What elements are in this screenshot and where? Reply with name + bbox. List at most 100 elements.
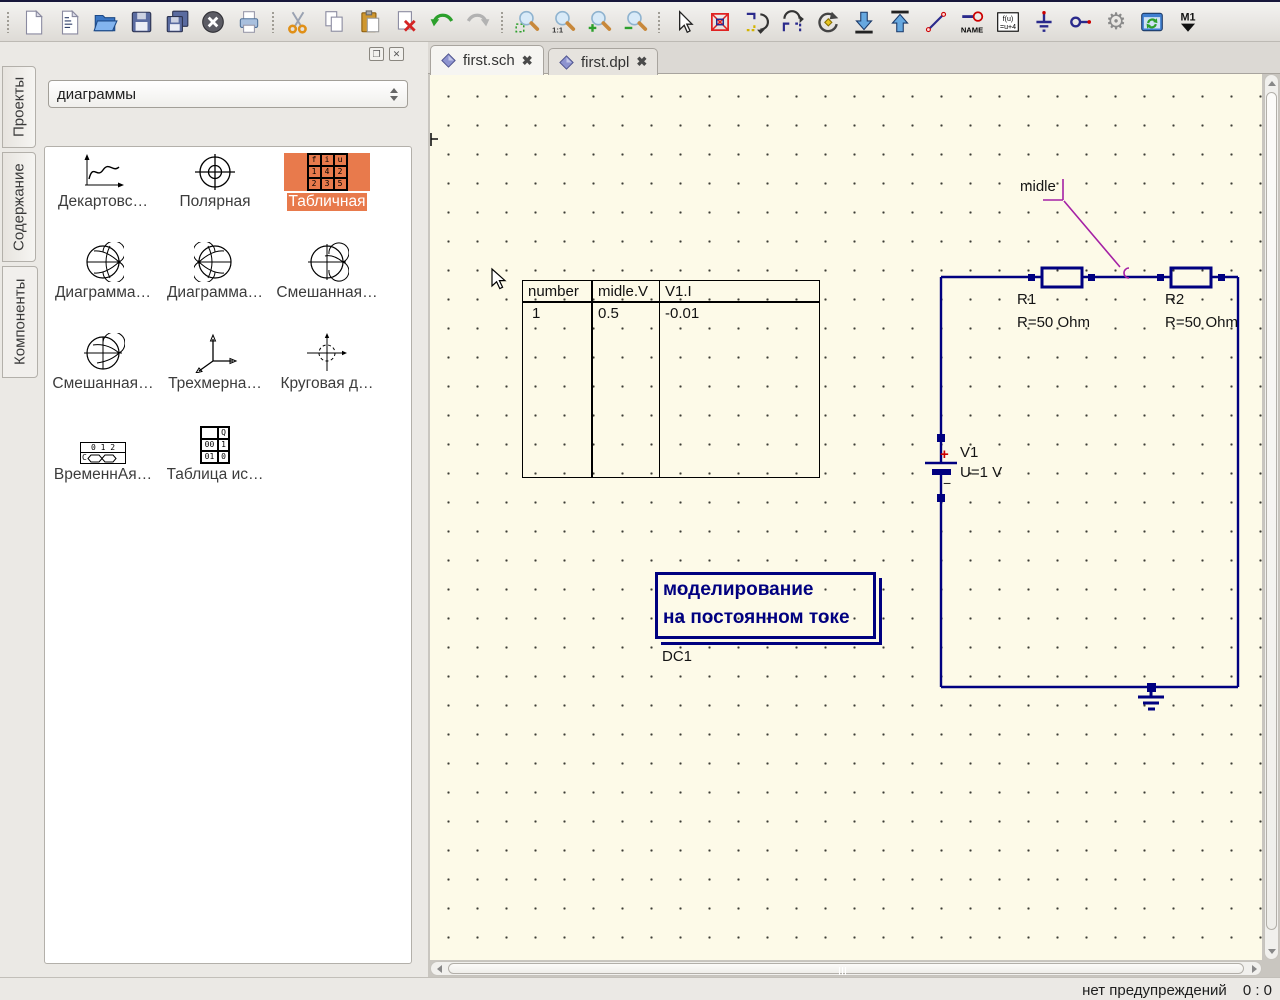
zoom-in-icon[interactable] [584, 7, 614, 37]
scroll-down-icon[interactable] [1265, 943, 1278, 959]
mirror-about-x-axis-icon[interactable] [741, 7, 771, 37]
dc1-name-label[interactable]: DC1 [662, 648, 693, 665]
dock-float-icon[interactable]: ❐ [369, 47, 384, 61]
save-icon[interactable] [126, 7, 156, 37]
list-item-polar[interactable]: Полярная [162, 151, 268, 242]
insert-equation-icon[interactable]: f(u)=u+4 [993, 7, 1023, 37]
new-text-document-icon[interactable] [54, 7, 84, 37]
tab-first-sch[interactable]: first.sch ✖ [430, 45, 544, 75]
toolbar-handle[interactable] [657, 10, 662, 33]
zoom-fit-icon[interactable] [512, 7, 542, 37]
tab-first-dpl[interactable]: first.dpl ✖ [548, 48, 659, 75]
print-icon[interactable] [234, 7, 264, 37]
sidebar-tab-components[interactable]: Компоненты [2, 266, 38, 378]
zoom-out-icon[interactable] [620, 7, 650, 37]
delete-icon[interactable] [391, 7, 421, 37]
open-file-icon[interactable] [90, 7, 120, 37]
pop-out-icon[interactable] [885, 7, 915, 37]
circuit-drawing: + − [430, 133, 1240, 711]
component-category-select[interactable]: диаграммы [48, 80, 408, 108]
scroll-right-icon[interactable] [1246, 962, 1262, 975]
list-item-3d-cartesian[interactable]: Трехмерна… [162, 333, 268, 424]
copy-icon[interactable] [319, 7, 349, 37]
schematic-canvas[interactable]: + − [430, 74, 1262, 960]
dc-simulation-box[interactable]: моделирование на постоянном токе [655, 572, 876, 639]
insert-ground-icon[interactable] [1029, 7, 1059, 37]
redo-icon[interactable] [463, 7, 493, 37]
undo-icon[interactable] [427, 7, 457, 37]
list-item-timing-diagram[interactable]: 0 1 2 C ВременнАя… [50, 424, 156, 515]
new-document-icon[interactable] [18, 7, 48, 37]
list-item-locus-curve[interactable]: Круговая д… [274, 333, 380, 424]
document-tab-bar: first.sch ✖ first.dpl ✖ [428, 42, 1280, 75]
set-marker-icon[interactable]: M1 [1173, 7, 1203, 37]
wires[interactable] [939, 275, 1240, 689]
insert-port-icon[interactable] [1065, 7, 1095, 37]
v1-value-label[interactable]: U=1 V [960, 464, 1003, 481]
result-table[interactable]: number midle.V V1.I 1 0.5 -0.01 [522, 280, 820, 478]
svg-text:NAME: NAME [961, 25, 983, 34]
select-pointer-icon[interactable] [669, 7, 699, 37]
list-item-smith[interactable]: Диаграмма… [50, 242, 156, 333]
toolbar-handle[interactable] [500, 10, 505, 33]
close-document-icon[interactable] [198, 7, 228, 37]
resistor-r1[interactable] [1040, 266, 1084, 289]
dock-close-icon[interactable]: ✕ [389, 47, 404, 61]
mirror-about-y-axis-icon[interactable] [777, 7, 807, 37]
tab-close-icon[interactable]: ✖ [636, 54, 648, 69]
edge-mark [430, 133, 438, 146]
vertical-scrollbar[interactable] [1264, 74, 1279, 960]
svg-text:M1: M1 [1180, 11, 1195, 23]
list-item-smith-admittance[interactable]: Диаграмма… [162, 242, 268, 333]
smith-admittance-diagram-icon [172, 242, 258, 282]
v1-name-label[interactable]: V1 [960, 444, 979, 461]
push-into-subcircuit-icon[interactable] [849, 7, 879, 37]
horizontal-scrollbar[interactable] [430, 961, 1262, 976]
status-message: нет предупреждений [1082, 981, 1227, 999]
r2-name-label[interactable]: R2 [1165, 291, 1185, 308]
scroll-up-icon[interactable] [1265, 75, 1278, 91]
list-item-mixed-polar-smith[interactable]: Смешанная… [274, 242, 380, 333]
vertical-scroll-thumb[interactable] [1266, 92, 1277, 930]
save-all-icon[interactable] [162, 7, 192, 37]
voltage-source-v1[interactable]: + − [925, 446, 957, 491]
toolbar-handle[interactable] [271, 10, 276, 33]
smith-diagram-icon [60, 242, 146, 282]
mixed-polar-smith-diagram-icon [284, 242, 370, 282]
r2-value-label[interactable]: R=50 Ohm [1165, 314, 1238, 331]
cartesian-diagram-icon [60, 153, 146, 191]
resistor-r2[interactable] [1169, 266, 1213, 289]
list-item-mixed-smith-polar[interactable]: Смешанная… [50, 333, 156, 424]
cut-icon[interactable] [283, 7, 313, 37]
insert-wire-icon[interactable] [921, 7, 951, 37]
delete-component-icon[interactable] [705, 7, 735, 37]
paste-icon[interactable] [355, 7, 385, 37]
wire-junctions [937, 274, 1225, 692]
r1-value-label[interactable]: R=50 Ohm [1017, 314, 1090, 331]
sidebar-tab-projects[interactable]: Проекты [2, 66, 36, 148]
ground-symbol[interactable] [1138, 687, 1164, 711]
rotate-icon[interactable] [813, 7, 843, 37]
dc-simulation-box-shadow [661, 578, 882, 645]
battery-plus-sign: + [940, 446, 949, 463]
wire-label-midle[interactable]: midle [1020, 178, 1056, 195]
zoom-1-1-icon[interactable]: 1:1 [548, 7, 578, 37]
insert-wire-label-icon[interactable]: NAME [957, 7, 987, 37]
toolbar-handle[interactable] [6, 10, 11, 33]
scroll-left-icon[interactable] [431, 962, 447, 975]
main-toolbar: 1:1 NAME f(u)=u+4 ⚙ M1 [0, 2, 1280, 42]
horizontal-scroll-thumb[interactable] [448, 963, 1244, 975]
battery-minus-sign: − [943, 475, 951, 491]
tab-close-icon[interactable]: ✖ [521, 52, 533, 68]
column-header: number [528, 283, 579, 300]
sidebar-tab-content[interactable]: Содержание [2, 152, 36, 262]
list-item-cartesian[interactable]: Декартовс… [50, 151, 156, 242]
r1-name-label[interactable]: R1 [1017, 291, 1037, 308]
timing-diagram-icon: 0 1 2 C [60, 426, 146, 464]
simulation-display-icon[interactable] [1137, 7, 1167, 37]
tune-gear-icon[interactable]: ⚙ [1105, 8, 1127, 34]
